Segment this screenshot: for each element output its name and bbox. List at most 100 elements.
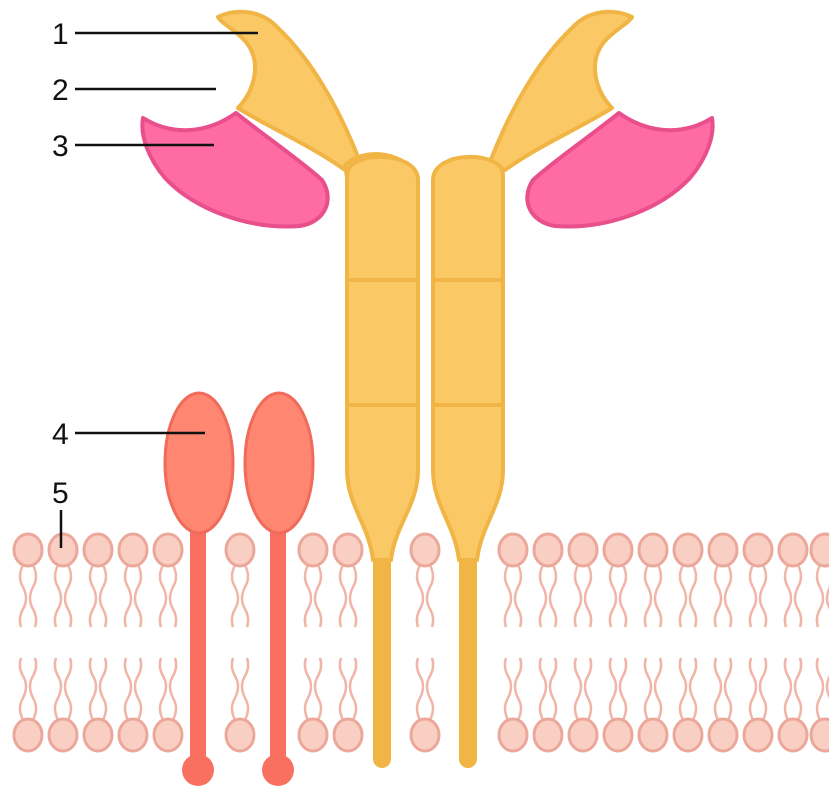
lipid-head	[334, 534, 362, 566]
lipid-tail	[340, 565, 346, 627]
coreceptor-foot	[182, 754, 214, 786]
lipid-tail	[232, 658, 238, 720]
lipid-tail	[575, 658, 581, 720]
coreceptor-foot	[262, 754, 294, 786]
lipid-tail	[160, 565, 166, 627]
lipid-tail	[125, 658, 131, 720]
lipid-tail	[795, 658, 801, 720]
lipid-tail	[427, 565, 433, 627]
lipid-tail	[645, 565, 651, 627]
lipid-head	[499, 719, 527, 751]
phospholipid	[299, 534, 327, 751]
lipid-tail	[170, 658, 176, 720]
receptor-tm-right	[459, 540, 477, 768]
phospholipid	[411, 534, 439, 751]
lipid-tail	[575, 565, 581, 627]
receptor-stalk	[347, 157, 418, 560]
lipid-tail	[160, 658, 166, 720]
phospholipid	[84, 534, 112, 751]
receptor-stalk	[433, 157, 503, 560]
lipid-tail	[135, 565, 141, 627]
lipid-tail	[585, 658, 591, 720]
lipid-tail	[655, 565, 661, 627]
lipid-tail	[305, 565, 311, 627]
lipid-tail	[690, 658, 696, 720]
lipid-head	[499, 534, 527, 566]
lipid-tail	[417, 658, 423, 720]
lipid-tail	[350, 565, 356, 627]
receptor-tm-left	[373, 540, 391, 768]
lipid-head	[154, 534, 182, 566]
lipid-tail	[315, 565, 321, 627]
lipid-tail	[100, 565, 106, 627]
lipid-tail	[55, 658, 61, 720]
lipid-tail	[242, 658, 248, 720]
lipid-tail	[550, 658, 556, 720]
phospholipid	[639, 534, 667, 751]
lipid-tail	[680, 658, 686, 720]
lipid-tail	[585, 565, 591, 627]
lipid-tail	[242, 565, 248, 627]
lipid-tail	[655, 658, 661, 720]
lipid-head	[779, 534, 807, 566]
phospholipid	[49, 534, 77, 751]
lipid-head	[299, 719, 327, 751]
lipid-bilayer-icon	[14, 534, 829, 751]
lipid-head	[84, 719, 112, 751]
lipid-tail	[645, 658, 651, 720]
phospholipid	[811, 534, 829, 751]
lipid-head	[639, 719, 667, 751]
lipid-head	[779, 719, 807, 751]
phospholipid	[14, 534, 42, 751]
lipid-tail	[340, 658, 346, 720]
lipid-head	[534, 719, 562, 751]
receptor-right	[433, 12, 632, 560]
lipid-tail	[305, 658, 311, 720]
lipid-head	[334, 719, 362, 751]
lipid-tail	[232, 565, 238, 627]
phospholipid	[569, 534, 597, 751]
lipid-tail	[715, 658, 721, 720]
coreceptor-stem	[190, 510, 206, 760]
lipid-head	[154, 719, 182, 751]
label-2: 2	[52, 74, 69, 107]
phospholipid	[534, 534, 562, 751]
phospholipid	[499, 534, 527, 751]
lipid-head	[411, 534, 439, 566]
lipid-tail	[725, 658, 731, 720]
lipid-tail	[170, 565, 176, 627]
lipid-tail	[817, 658, 823, 720]
lipid-tail	[620, 658, 626, 720]
phospholipid	[744, 534, 772, 751]
lipid-tail	[610, 565, 616, 627]
label-4: 4	[52, 418, 69, 451]
label-1: 1	[52, 18, 69, 51]
lipid-head	[411, 719, 439, 751]
lipid-head	[674, 534, 702, 566]
lipid-tail	[550, 565, 556, 627]
lipid-tail	[795, 565, 801, 627]
lipid-head	[119, 534, 147, 566]
lipid-tail	[785, 565, 791, 627]
lipid-head	[119, 719, 147, 751]
lipid-head	[49, 534, 77, 566]
lipid-head	[569, 534, 597, 566]
lipid-head	[709, 719, 737, 751]
coreceptor-stem	[270, 510, 286, 760]
lipid-head	[226, 719, 254, 751]
lipid-tail	[817, 565, 823, 627]
lipid-tail	[540, 658, 546, 720]
phospholipid	[709, 534, 737, 751]
lipid-head	[604, 719, 632, 751]
coreceptor-head	[165, 393, 233, 533]
lipid-tail	[610, 658, 616, 720]
lipid-tail	[417, 565, 423, 627]
lipid-head	[226, 534, 254, 566]
lipid-tail	[620, 565, 626, 627]
lipid-tail	[515, 658, 521, 720]
label-3: 3	[52, 130, 69, 163]
lipid-tail	[505, 658, 511, 720]
lipid-tail	[30, 658, 36, 720]
lipid-head	[811, 719, 829, 751]
